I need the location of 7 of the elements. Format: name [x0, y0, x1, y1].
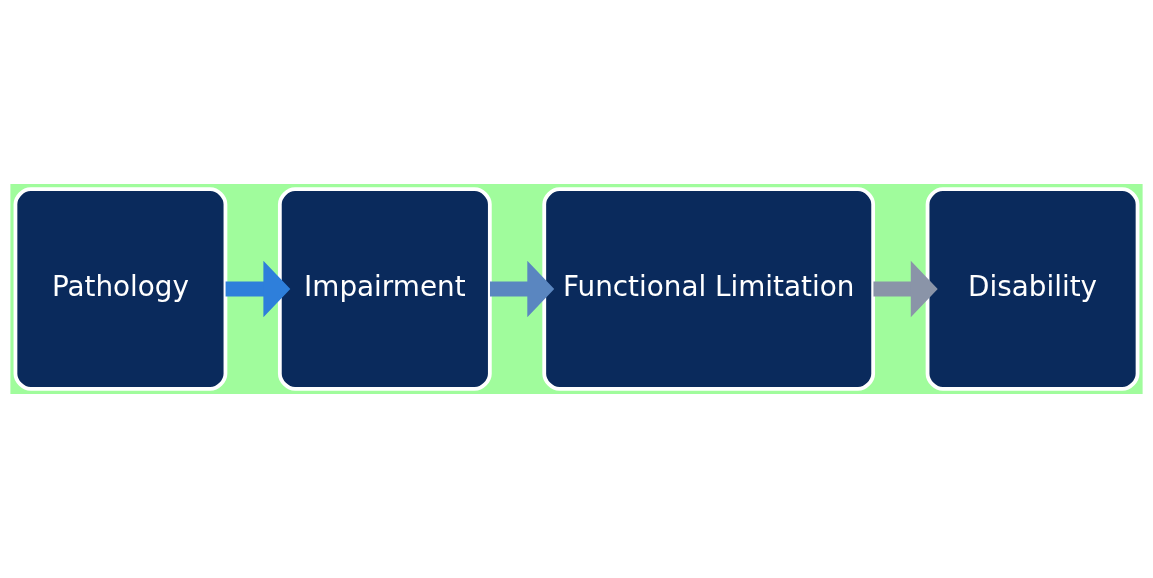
arrow: [873, 260, 938, 318]
arrow: [490, 260, 555, 318]
node-box: Functional Limitation: [542, 187, 876, 391]
node-box: Disability: [925, 187, 1140, 391]
node-box: Impairment: [277, 187, 492, 391]
node-box: Pathology: [13, 187, 228, 391]
arrow: [225, 260, 291, 318]
